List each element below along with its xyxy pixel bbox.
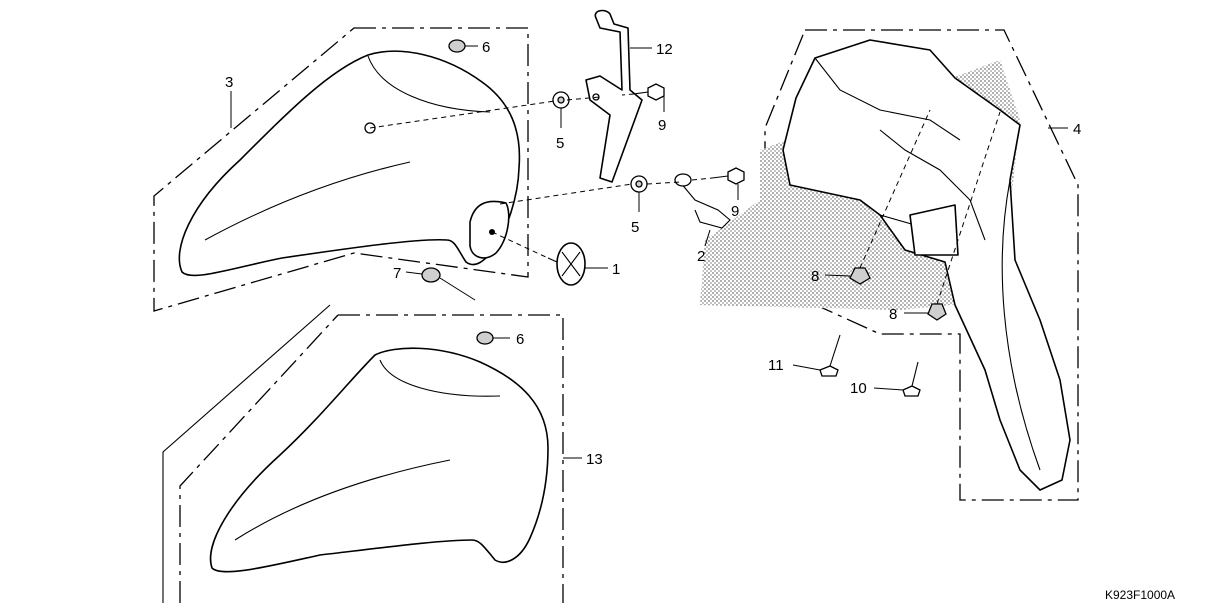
front-fender-part-3: [178, 50, 521, 277]
callout-1: 1: [612, 261, 620, 278]
inner-fender-fold-b: [879, 129, 986, 241]
callout-9a: 9: [658, 117, 666, 134]
callout-5a: 5: [556, 135, 564, 152]
emblem-cross: [561, 251, 581, 277]
wire-clip-ring: [674, 173, 692, 187]
leader-8a: [824, 274, 851, 277]
leader-7: [405, 271, 476, 301]
inner-fender-fold-c: [1001, 179, 1041, 471]
fender-3-inner-curve: [204, 161, 411, 241]
stay-bracket-part-12: [585, 9, 643, 183]
fender-3-hole-upper: [364, 122, 376, 134]
callout-9b: 9: [731, 203, 739, 220]
wire-clip-part-2: [679, 181, 731, 229]
callout-4: 4: [1073, 121, 1081, 138]
leader-2: [704, 229, 711, 247]
assembly-line-e: [859, 109, 931, 269]
callout-5b: 5: [631, 219, 639, 236]
bolt-part-9a-shank: [633, 91, 649, 95]
fender-13-inner-curve: [234, 459, 451, 541]
bolt-part-9a: [647, 83, 665, 101]
washer-part-5b-center: [635, 180, 643, 188]
nut-part-7: [421, 267, 441, 283]
inner-fender-flap: [909, 204, 959, 256]
bolt-part-9b: [727, 167, 745, 185]
assembly-line-a: [369, 100, 556, 129]
assembly-line-g: [566, 93, 635, 101]
screw-part-10: [902, 385, 921, 397]
callout-11: 11: [768, 357, 784, 374]
callout-6a: 6: [482, 39, 490, 56]
leader-10: [873, 387, 904, 391]
callout-2: 2: [697, 248, 705, 265]
diagram-code: K923F1000A: [1105, 588, 1175, 602]
bolt-part-9b-shank: [711, 175, 729, 179]
group-outline-13-inner-edge: [162, 304, 331, 603]
fender-3-plate: [469, 200, 510, 259]
assembly-line-b: [499, 183, 633, 205]
callout-7: 7: [393, 265, 401, 282]
clip-part-8b: [927, 303, 947, 321]
clip-part-8a: [849, 267, 871, 285]
screw-part-11-shank: [829, 334, 841, 367]
fender-3-ridge: [367, 55, 491, 113]
callout-10: 10: [850, 380, 867, 397]
assembly-line-c: [491, 231, 549, 259]
callout-3: 3: [225, 74, 233, 91]
callout-12: 12: [656, 41, 673, 58]
clip-nut-part-6b: [476, 331, 494, 345]
group-outline-13: [179, 314, 564, 603]
callout-13: 13: [586, 451, 603, 468]
fender-13-ridge: [379, 359, 501, 397]
leader-11: [792, 364, 821, 371]
assembly-line-d: [646, 177, 713, 185]
callout-6b: 6: [516, 331, 524, 348]
washer-part-5a-center: [557, 96, 565, 104]
screw-part-10-shank: [911, 361, 919, 387]
assembly-line-f: [936, 111, 1001, 305]
group-outline-3: [153, 27, 529, 312]
emblem-stem: [547, 257, 558, 263]
callout-8a: 8: [811, 268, 819, 285]
front-fender-part-13: [209, 347, 549, 573]
callout-8b: 8: [889, 306, 897, 323]
inner-fender-fold-a: [814, 57, 961, 141]
group-outline-4: [764, 29, 1079, 501]
clip-nut-part-6a: [448, 39, 466, 53]
screw-part-11: [819, 365, 839, 377]
